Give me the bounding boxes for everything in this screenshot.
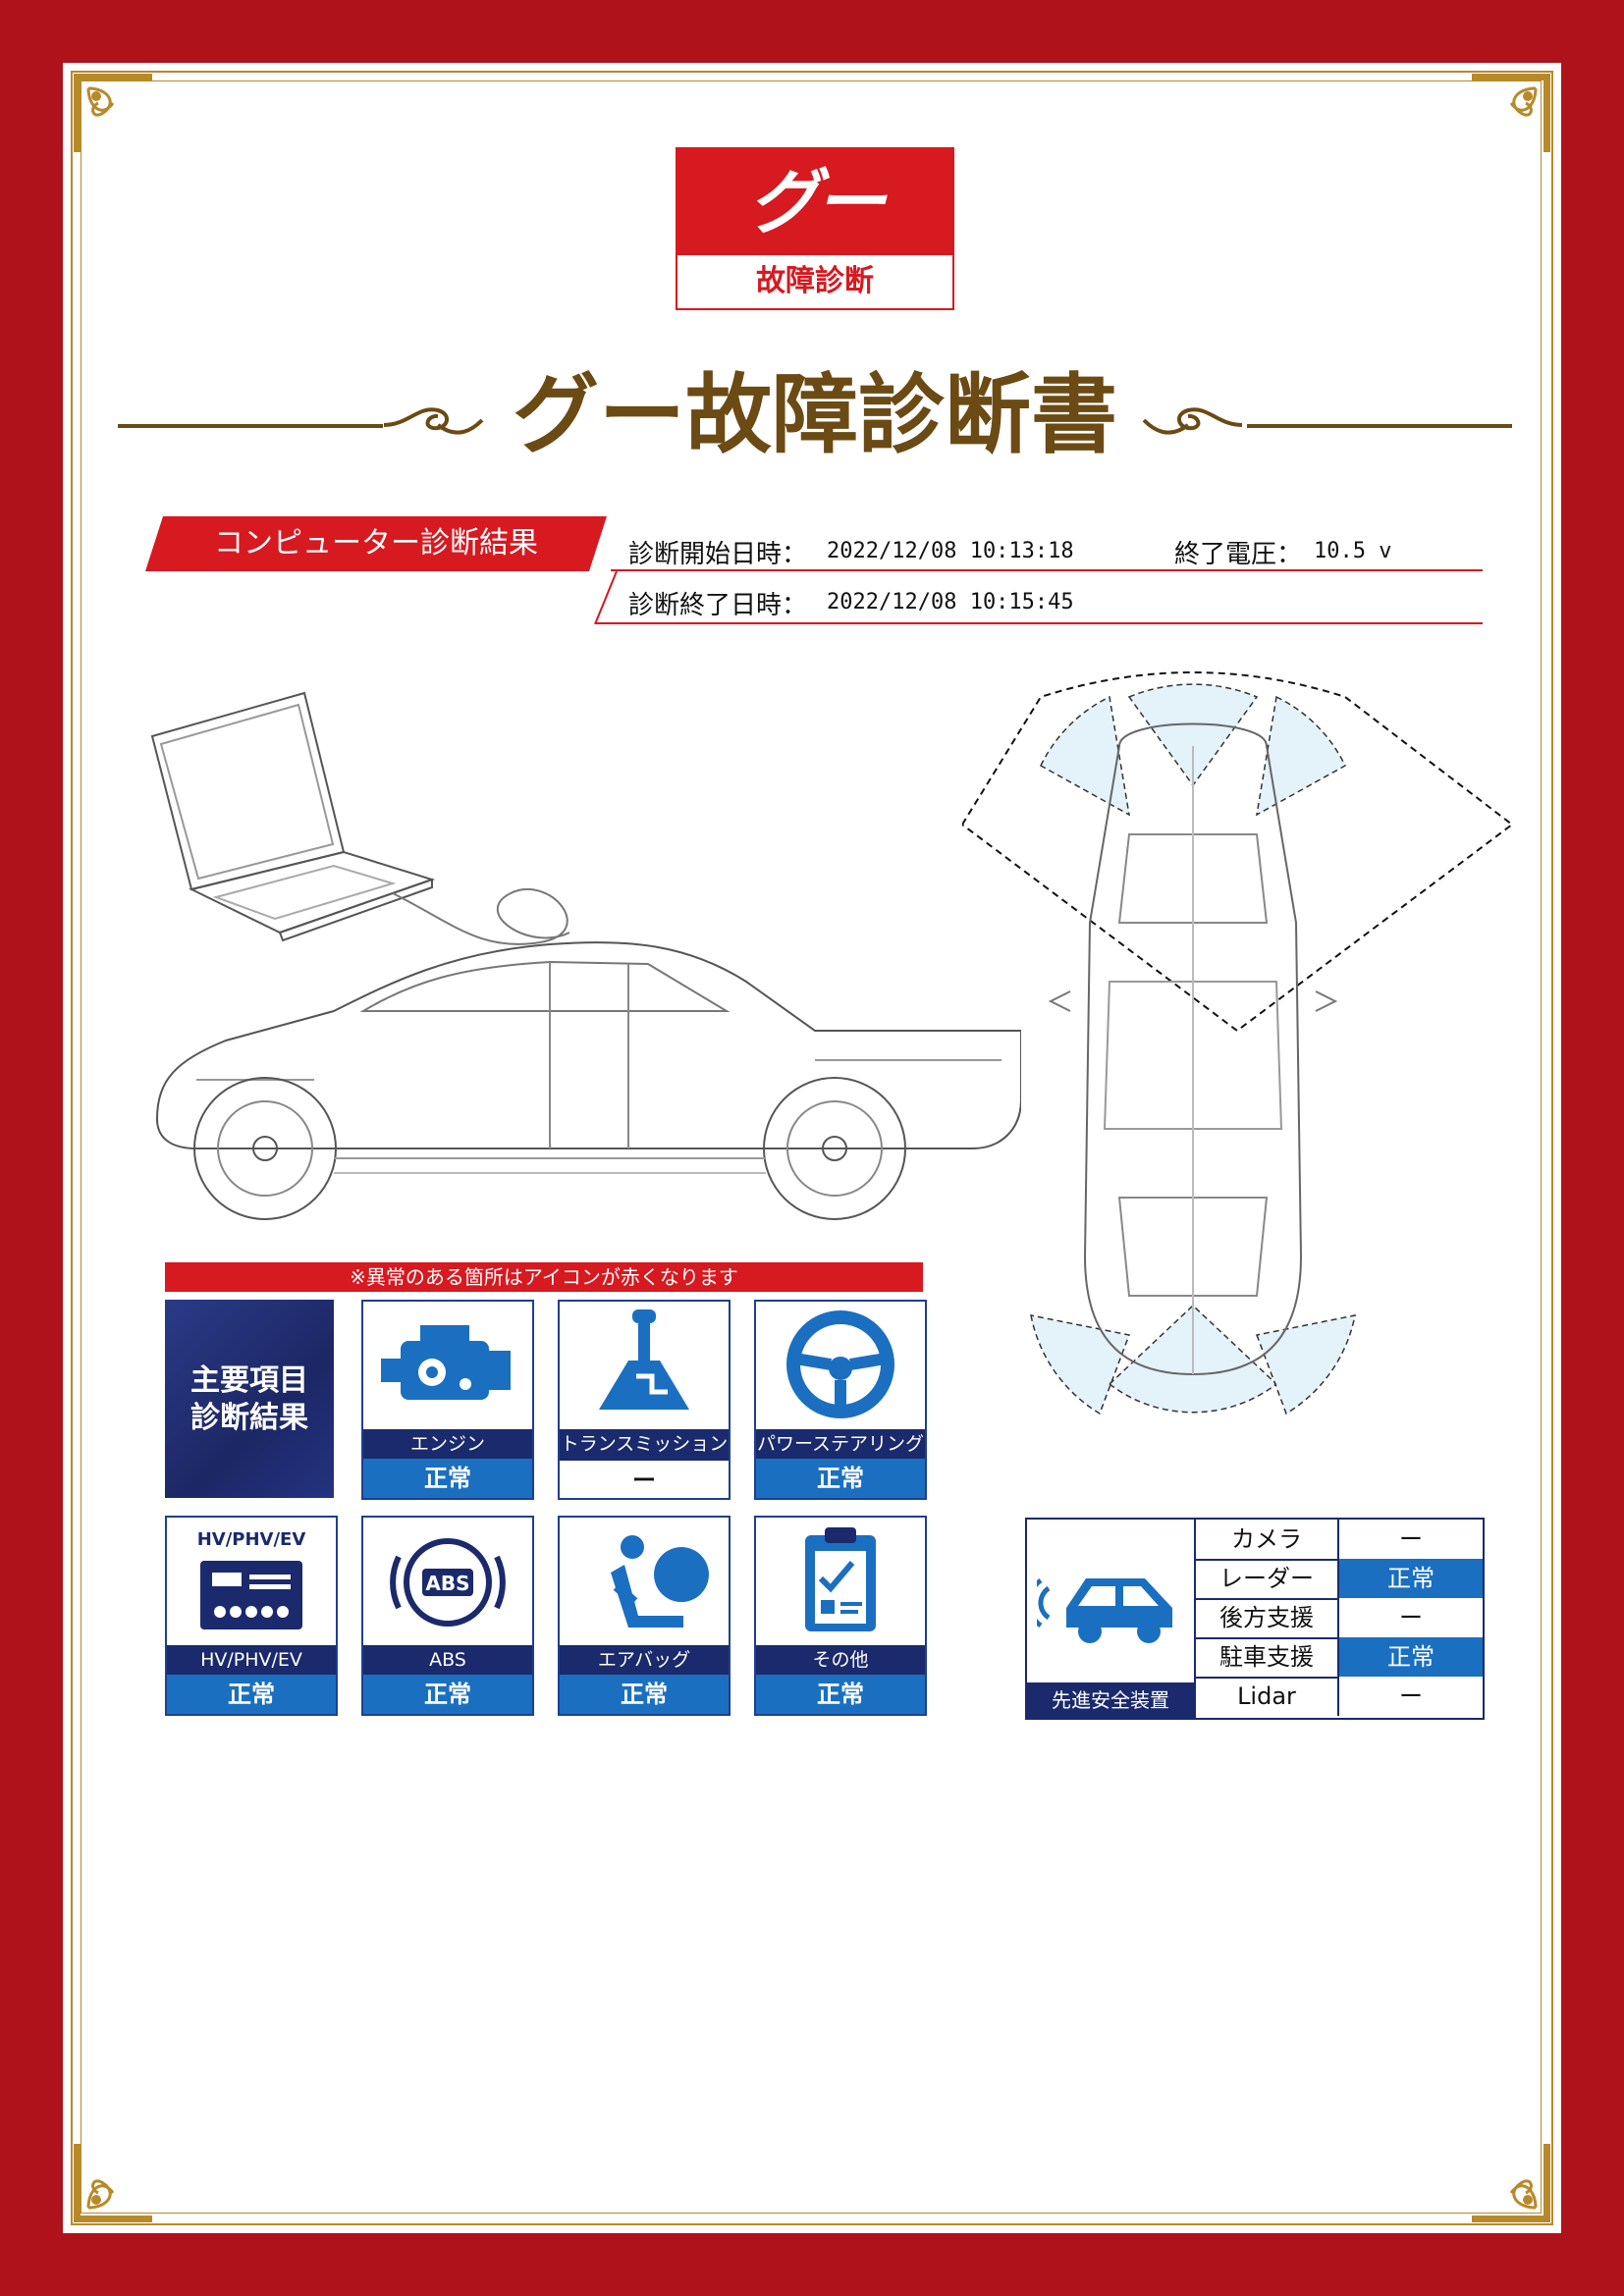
main-items-heading-card: 主要項目 診断結果 (165, 1300, 334, 1498)
flourish-left-icon (383, 407, 484, 435)
airbag-icon (611, 1535, 709, 1628)
adas-item-rear-assist: 後方支援 (1196, 1598, 1339, 1637)
adas-item-parking-assist: 駐車支援 (1196, 1637, 1339, 1677)
hybrid-badge-text: HV/PHV/EV (197, 1529, 306, 1550)
power-steering-card: パワーステアリング 正常 (754, 1300, 927, 1500)
start-time-label: 診断開始日時： (628, 540, 808, 569)
gold-border-inner (81, 80, 1542, 2214)
power-steering-label: パワーステアリング (756, 1429, 925, 1459)
abs-badge-text: ABS (425, 1572, 469, 1595)
abs-card: ABS ABS 正常 (361, 1516, 534, 1716)
info-rule-1 (611, 569, 1483, 571)
engine-label: エンジン (363, 1429, 532, 1459)
hybrid-label: HV/PHV/EV (167, 1645, 336, 1675)
end-voltage-label: 終了電圧： (1174, 540, 1303, 569)
abs-icon: ABS (390, 1538, 506, 1627)
info-slash-divider (594, 571, 618, 624)
main-items-title-line1: 主要項目 (190, 1363, 308, 1398)
adas-table: 先進安全装置 カメラ ー レーダー 正常 後方支援 ー 駐車支援 正常 Lida… (1025, 1518, 1485, 1720)
main-items-title-line2: 診断結果 (190, 1401, 308, 1435)
transmission-label: トランスミッション (560, 1429, 729, 1459)
airbag-status: 正常 (560, 1675, 729, 1714)
adas-status-parking-assist: 正常 (1339, 1637, 1483, 1677)
steering-wheel-icon (786, 1310, 894, 1418)
adas-row: 後方支援 ー (1196, 1598, 1483, 1639)
airbag-card: エアバッグ 正常 (558, 1516, 731, 1716)
other-status: 正常 (756, 1675, 925, 1714)
other-label: その他 (756, 1645, 925, 1675)
corner-ornament-icon (74, 74, 152, 152)
logo-mark: グー (677, 149, 952, 255)
adas-status-radar: 正常 (1339, 1559, 1483, 1598)
end-time-value: 2022/12/08 10:15:45 (827, 590, 1074, 614)
car-top-view-sensor-illustration (962, 671, 1514, 1415)
adas-item-camera: カメラ (1196, 1520, 1339, 1559)
start-time-value: 2022/12/08 10:13:18 (827, 539, 1074, 563)
adas-row: レーダー 正常 (1196, 1559, 1483, 1600)
end-voltage-value: 10.5 v (1314, 539, 1392, 563)
title-rule-right (1247, 424, 1512, 428)
adas-status-rear-assist: ー (1339, 1598, 1483, 1637)
section-title-banner: コンピューター診断結果 (145, 516, 607, 571)
flourish-right-icon (1142, 407, 1243, 435)
adas-item-radar: レーダー (1196, 1559, 1339, 1598)
engine-card: エンジン 正常 (361, 1300, 534, 1500)
car-side-diagnostic-illustration (150, 691, 1021, 1220)
title-rule-left (118, 424, 383, 428)
abs-label: ABS (363, 1645, 532, 1675)
power-steering-status: 正常 (756, 1459, 925, 1498)
corner-ornament-icon (74, 2144, 152, 2222)
end-time-label: 診断終了日時： (628, 591, 808, 620)
gold-border-outer (71, 71, 1553, 2225)
logo-subtitle: 故障診断 (756, 264, 874, 298)
adas-row: カメラ ー (1196, 1520, 1483, 1561)
adas-item-lidar: Lidar (1196, 1677, 1339, 1716)
adas-status-lidar: ー (1339, 1677, 1483, 1716)
corner-ornament-icon (1472, 74, 1550, 152)
transmission-card: トランスミッション ー (558, 1300, 731, 1500)
adas-row: 駐車支援 正常 (1196, 1637, 1483, 1679)
other-card: その他 正常 (754, 1516, 927, 1716)
hybrid-status: 正常 (167, 1675, 336, 1714)
corner-ornament-icon (1472, 2144, 1550, 2222)
page-title: グー故障診断書 (512, 364, 1117, 465)
abnormal-notice-bar: ※異常のある箇所はアイコンが赤くなります (165, 1262, 923, 1292)
car-sensor-icon (1037, 1577, 1172, 1643)
adas-caption: 先進安全装置 (1027, 1682, 1194, 1718)
adas-status-camera: ー (1339, 1520, 1483, 1559)
engine-status: 正常 (363, 1459, 532, 1498)
info-rule-2 (595, 622, 1483, 624)
abs-status: 正常 (363, 1675, 532, 1714)
hybrid-card: HV/PHV/EV HV/PHV/EV 正常 (165, 1516, 338, 1716)
gear-shift-icon (599, 1309, 689, 1410)
engine-icon (381, 1325, 511, 1400)
transmission-status: ー (560, 1459, 729, 1498)
adas-row: Lidar ー (1196, 1677, 1483, 1716)
airbag-label: エアバッグ (560, 1645, 729, 1675)
hybrid-battery-icon: HV/PHV/EV (197, 1529, 306, 1629)
clipboard-icon (805, 1527, 876, 1631)
adas-icon-cell: 先進安全装置 (1027, 1520, 1196, 1718)
goo-logo: グー 故障診断 (676, 147, 954, 310)
